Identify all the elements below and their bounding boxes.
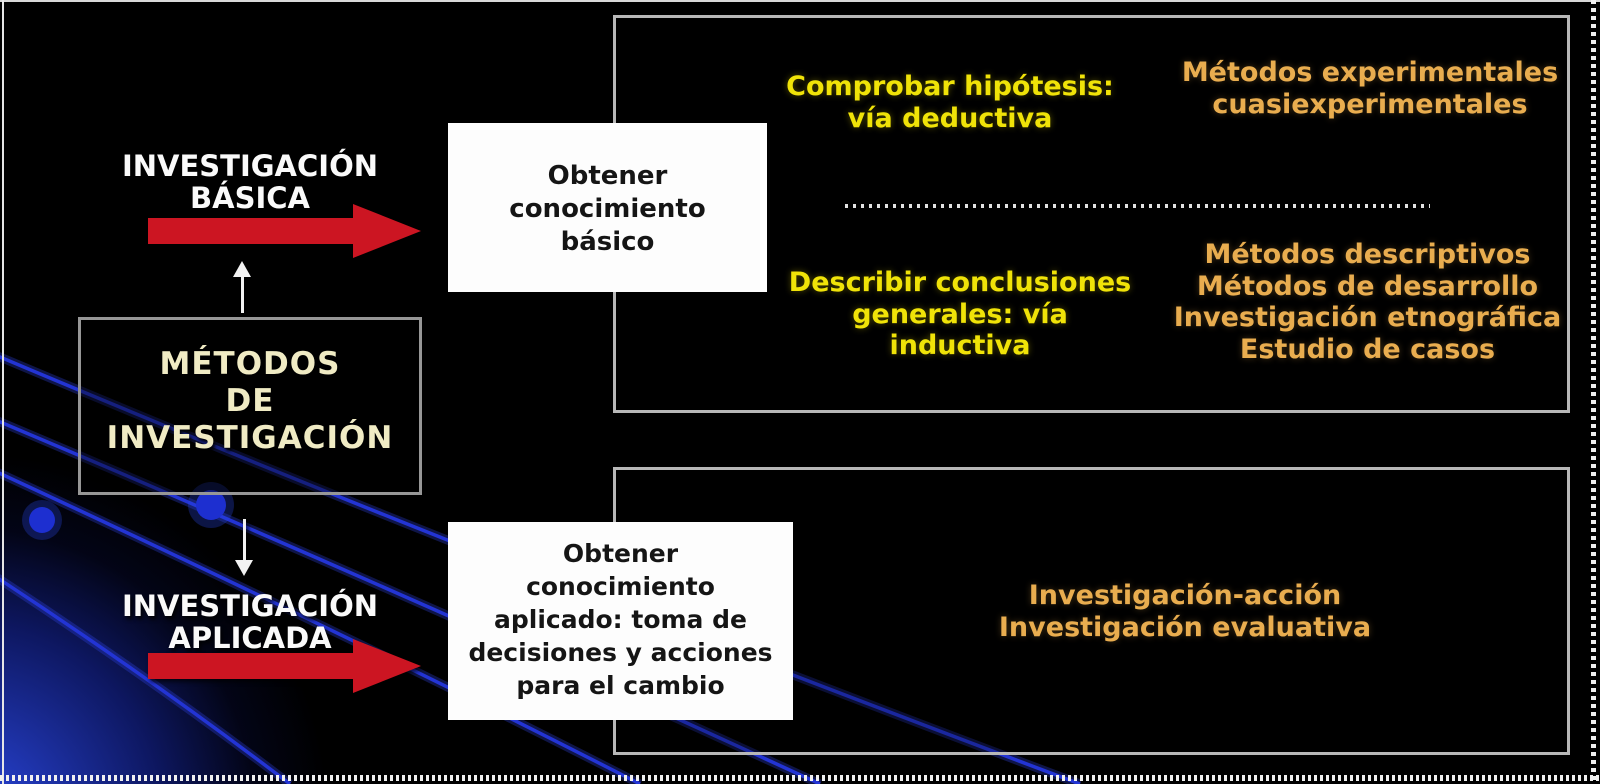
inductive-goal-text: Describir conclusiones generales: vía in… xyxy=(770,267,1150,362)
experimental-methods-text: Métodos experimentales cuasiexperimental… xyxy=(1165,57,1575,120)
deductive-goal-text: Comprobar hipótesis: vía deductiva xyxy=(765,71,1135,134)
slide-right-dotted-border xyxy=(1591,0,1596,784)
text-line: cuasiexperimentales xyxy=(1212,88,1528,120)
arrow-head xyxy=(233,261,251,277)
down-arrow-icon xyxy=(232,519,258,576)
basic-research-label: INVESTIGACIÓN BÁSICA xyxy=(100,150,400,215)
arrow-stem xyxy=(243,519,246,562)
descriptive-methods-text: Métodos descriptivos Métodos de desarrol… xyxy=(1160,239,1575,365)
dotted-separator xyxy=(845,204,1430,208)
outcome-line: básico xyxy=(560,227,655,258)
box-title-line: DE xyxy=(225,383,275,420)
basic-outcome-box: Obtener conocimiento básico xyxy=(448,123,767,292)
text-line: Métodos de desarrollo xyxy=(1196,270,1539,302)
arrow-body xyxy=(148,218,355,244)
applied-methods-text: Investigación-acción Investigación evalu… xyxy=(985,580,1385,643)
text-line: Comprobar hipótesis: xyxy=(786,71,1114,102)
basic-red-arrow-icon xyxy=(148,204,421,258)
outcome-line: conocimiento xyxy=(526,572,715,601)
slide-bottom-dotted-border xyxy=(0,775,1600,781)
slide-top-border xyxy=(0,0,1600,2)
text-line: Métodos descriptivos xyxy=(1204,239,1531,270)
applied-research-label: INVESTIGACIÓN APLICADA xyxy=(100,590,400,655)
text-line: generales: vía xyxy=(852,298,1068,330)
text-line: Métodos experimentales xyxy=(1181,57,1559,88)
applied-outcome-box: Obtener conocimiento aplicado: toma de d… xyxy=(448,522,793,720)
label-line: BÁSICA xyxy=(190,181,310,216)
outcome-line: aplicado: toma de xyxy=(494,605,747,634)
research-methods-box: MÉTODOS DE INVESTIGACIÓN xyxy=(78,317,422,495)
box-title-line: INVESTIGACIÓN xyxy=(106,420,394,457)
arrow-head xyxy=(353,204,421,258)
applied-red-arrow-icon xyxy=(148,639,421,693)
text-line: vía deductiva xyxy=(847,102,1053,134)
arrow-head xyxy=(235,560,253,576)
text-line: Investigación evaluativa xyxy=(998,611,1372,643)
arrow-stem xyxy=(241,273,244,313)
up-arrow-icon xyxy=(230,261,256,313)
text-line: Investigación etnográfica xyxy=(1173,302,1562,334)
text-line: Estudio de casos xyxy=(1239,333,1496,365)
text-line: Describir conclusiones xyxy=(788,267,1132,298)
label-line: INVESTIGACIÓN xyxy=(121,149,378,183)
label-line: INVESTIGACIÓN xyxy=(121,589,378,623)
outcome-line: Obtener xyxy=(562,539,679,568)
slide-left-border xyxy=(2,0,4,784)
box-title-line: MÉTODOS xyxy=(159,346,341,382)
outcome-line: decisiones y acciones xyxy=(468,638,773,667)
arrow-head xyxy=(353,639,421,693)
outcome-line: conocimiento xyxy=(509,194,706,225)
text-line: Investigación-acción xyxy=(1028,580,1342,611)
text-line: inductiva xyxy=(889,330,1031,362)
outcome-line: Obtener xyxy=(547,161,668,191)
arrow-body xyxy=(148,653,355,679)
label-line: APLICADA xyxy=(168,621,332,656)
outcome-line: para el cambio xyxy=(516,671,725,700)
